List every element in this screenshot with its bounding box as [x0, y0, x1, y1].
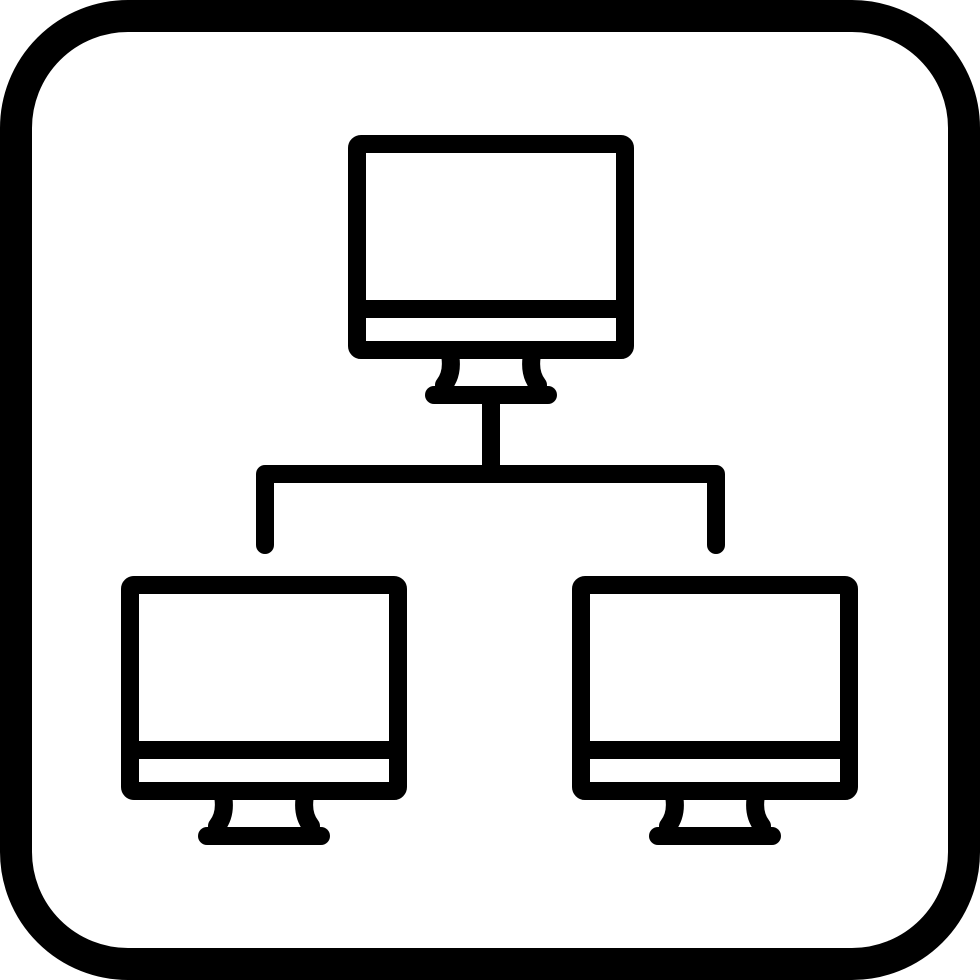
monitor-screen-frame — [348, 135, 634, 359]
monitor-screen-frame — [572, 576, 858, 800]
monitor-stand — [208, 782, 320, 835]
network-connector — [256, 395, 725, 554]
monitor-stand — [659, 782, 771, 835]
monitor-icon — [121, 576, 407, 845]
branch-line — [256, 465, 725, 554]
monitor-screen-frame — [121, 576, 407, 800]
monitor-icon — [572, 576, 858, 845]
monitor-stand — [435, 341, 547, 394]
monitor-icon — [348, 135, 634, 404]
